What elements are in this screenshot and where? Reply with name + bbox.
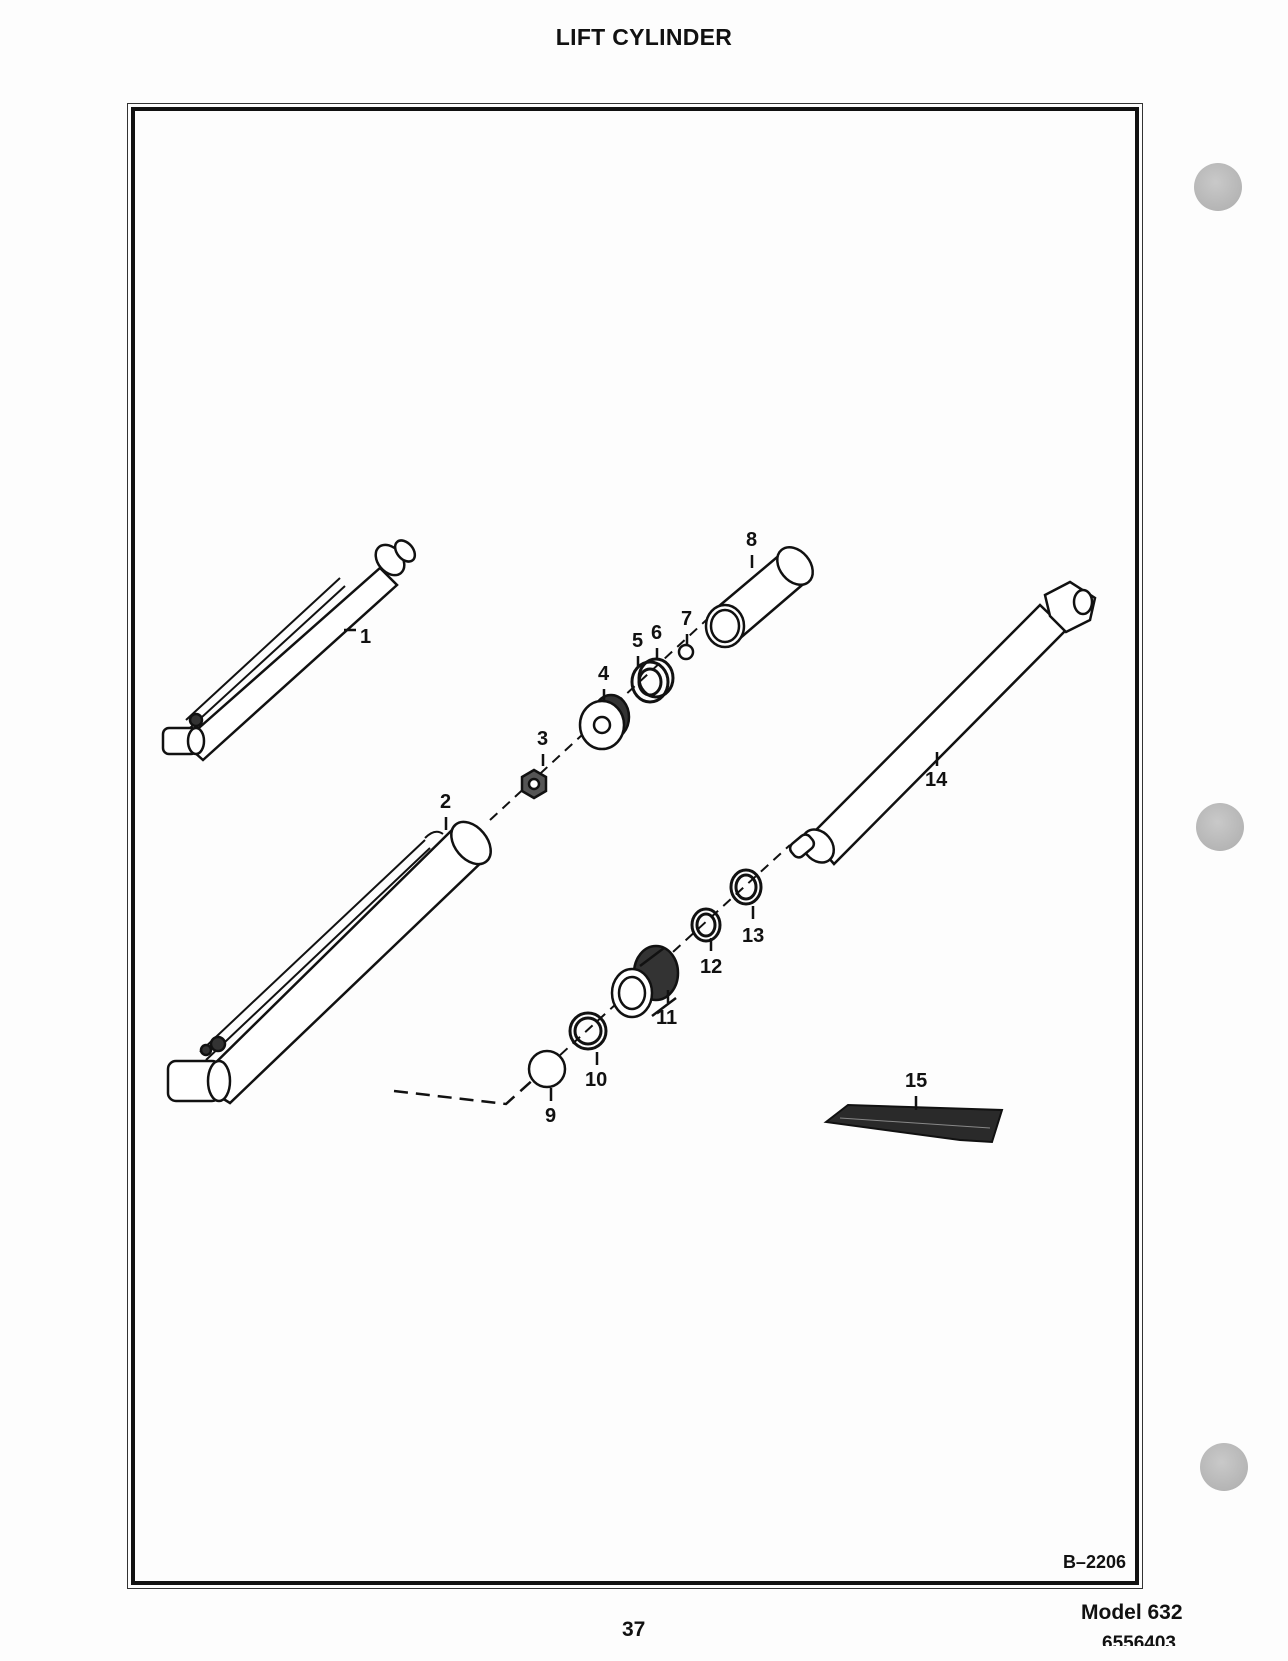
part-14-rod [788,580,1097,866]
part-7-o-ring [677,643,695,661]
figure-frame-outer [127,103,1143,1589]
page-title: LIFT CYLINDER [555,24,733,50]
part-4-piston [578,693,631,751]
callout-4: 4 [598,663,610,685]
part-3-nut [520,768,548,800]
callout-3: 3 [537,728,548,750]
callout-6: 6 [651,622,662,644]
callout-12: 12 [700,956,722,978]
serial-number: 6556403 [1102,1633,1176,1646]
model-label: Model 632 [1081,1601,1183,1624]
part-8-tube [704,545,814,649]
callout-2: 2 [440,791,451,813]
callout-7: 7 [681,608,692,630]
part-12-seal [690,907,722,943]
callout-5: 5 [632,630,643,652]
callout-13: 13 [742,925,764,947]
callout-15: 15 [905,1070,927,1092]
part-9-ring [527,1049,567,1089]
figure-id: B–2206 [1062,1552,1126,1572]
part-1-cylinder-assembly [161,539,417,762]
callout-8: 8 [746,529,757,551]
callout-10: 10 [585,1069,607,1091]
part-2-barrel [166,820,492,1105]
kit-outline-dashed [393,1077,536,1106]
part-13-seal [729,868,763,906]
callout-1: 1 [360,626,371,648]
figure-frame [131,107,1139,1585]
part-11-gland [610,944,680,1019]
callout-11: 11 [656,1007,677,1029]
part-10-ring [568,1011,608,1051]
part-15-decal [823,1103,1004,1144]
leader-lines [344,555,939,1110]
page-number: 37 [622,1618,646,1641]
callout-14: 14 [925,769,948,791]
punch-hole-bottom [1200,1443,1248,1491]
punch-hole-middle [1196,803,1244,851]
callout-9: 9 [545,1105,556,1127]
punch-hole-top [1194,163,1242,211]
